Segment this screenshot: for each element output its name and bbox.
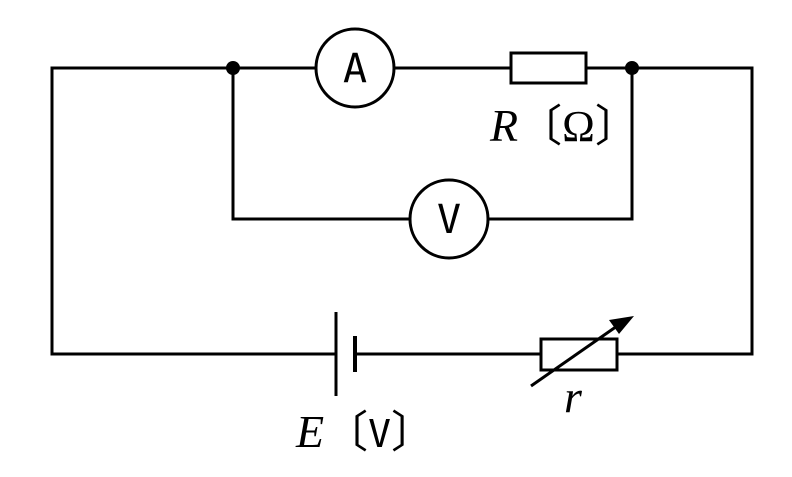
resistor-label: R〔Ω〕: [489, 100, 639, 151]
ammeter-circle: [314, 27, 396, 109]
circuit-wires: [50, 66, 754, 356]
voltmeter-circle: [408, 178, 490, 260]
ammeter-symbol: A: [343, 46, 367, 92]
junction-node-left: [226, 61, 240, 75]
battery-label: E〔V〕: [295, 406, 435, 457]
rheostat-label: r: [564, 371, 583, 422]
voltmeter: V: [408, 178, 490, 260]
rheostat: [530, 316, 634, 388]
resistor-r: [509, 51, 588, 85]
resistor-bracket-open: 〔: [518, 102, 562, 151]
resistor-unit: Ω: [562, 102, 595, 151]
resistor-bracket-close: 〕: [595, 102, 639, 151]
junction-node-right: [625, 61, 639, 75]
rheostat-arrow-head: [609, 316, 634, 334]
battery-symbol: E: [295, 406, 324, 457]
ammeter: A: [314, 27, 396, 109]
rheostat-body: [539, 337, 619, 372]
resistor-symbol: R: [489, 100, 518, 151]
battery: [334, 312, 357, 396]
battery-bracket-open: 〔: [324, 408, 368, 457]
voltmeter-symbol: V: [437, 197, 461, 243]
rheostat-arrow-shaft: [530, 322, 621, 388]
battery-unit: V: [368, 412, 391, 456]
battery-bracket-close: 〕: [391, 408, 435, 457]
